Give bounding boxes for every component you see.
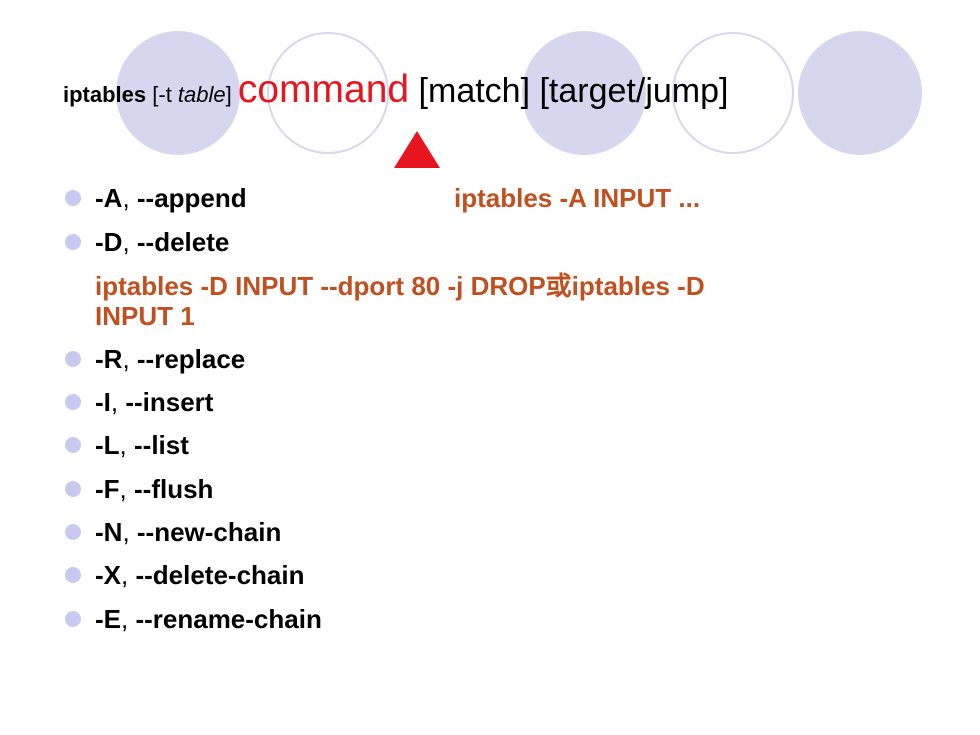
slide-title: iptables [-t table] command [match] [tar…: [63, 70, 728, 109]
option-sep: ,: [122, 183, 137, 213]
append-example: iptables -A INPUT ...: [454, 183, 701, 213]
option-sep: ,: [119, 430, 134, 460]
delete-example-line1: iptables -D INPUT --dport 80 -j DROP或ipt…: [95, 271, 705, 301]
option-long: --replace: [136, 344, 246, 374]
title-opt-close: ]: [225, 82, 238, 107]
option-sep: ,: [110, 387, 126, 417]
bullet-dot-icon: [65, 481, 81, 497]
option-flag: -L: [95, 430, 120, 460]
option-flag: -A: [95, 183, 123, 213]
option-long: --rename-chain: [135, 604, 322, 634]
list-item: -N, --new-chain: [65, 517, 282, 547]
decorative-circles: [116, 31, 922, 155]
bullet-dot-icon: [65, 190, 81, 206]
option-long: --list: [134, 430, 189, 460]
option-flag: -F: [95, 474, 120, 504]
option-long: --insert: [125, 387, 214, 417]
option-long: --append: [136, 183, 247, 213]
list-item: -R, --replace: [65, 344, 246, 374]
option-flag: -N: [95, 517, 123, 547]
deco-circle-3: [522, 31, 646, 155]
option-sep: ,: [122, 344, 137, 374]
delete-example-line2: INPUT 1: [95, 301, 195, 331]
option-long: --new-chain: [136, 517, 282, 547]
bullet-dot-icon: [65, 394, 81, 410]
list-item: -D, --delete: [65, 227, 230, 257]
deco-circle-1: [116, 31, 240, 155]
option-sep: ,: [121, 604, 136, 634]
title-cmd-name: iptables: [63, 82, 147, 107]
option-flag: -D: [95, 227, 123, 257]
bullet-dot-icon: [65, 234, 81, 250]
bullet-dot-icon: [65, 437, 81, 453]
option-sep: ,: [119, 474, 134, 504]
title-rest: [match] [target/jump]: [409, 72, 729, 110]
list-item: -E, --rename-chain: [65, 604, 322, 634]
deco-circle-4: [672, 32, 794, 154]
option-sep: ,: [122, 227, 137, 257]
option-flag: -I: [95, 387, 111, 417]
title-opt-table: table: [177, 82, 226, 107]
title-command: command: [237, 68, 410, 111]
list-item: -A, --append: [65, 183, 247, 213]
list-item: -X, --delete-chain: [65, 560, 305, 590]
option-sep: ,: [121, 560, 136, 590]
deco-circle-2: [267, 32, 389, 154]
option-long: --delete-chain: [135, 560, 305, 590]
bullet-dot-icon: [65, 351, 81, 367]
red-up-arrow-icon: [394, 131, 440, 168]
list-item: -I, --insert: [65, 387, 214, 417]
list-item: -F, --flush: [65, 474, 214, 504]
option-long: --flush: [134, 474, 214, 504]
option-flag: -X: [95, 560, 121, 590]
list-item: -L, --list: [65, 430, 189, 460]
bullet-dot-icon: [65, 611, 81, 627]
deco-circle-5: [798, 31, 922, 155]
bullet-dot-icon: [65, 567, 81, 583]
title-opt-open: [-t: [146, 82, 178, 107]
option-flag: -R: [95, 344, 123, 374]
option-long: --delete: [136, 227, 230, 257]
bullet-dot-icon: [65, 524, 81, 540]
option-sep: ,: [122, 517, 137, 547]
option-flag: -E: [95, 604, 121, 634]
